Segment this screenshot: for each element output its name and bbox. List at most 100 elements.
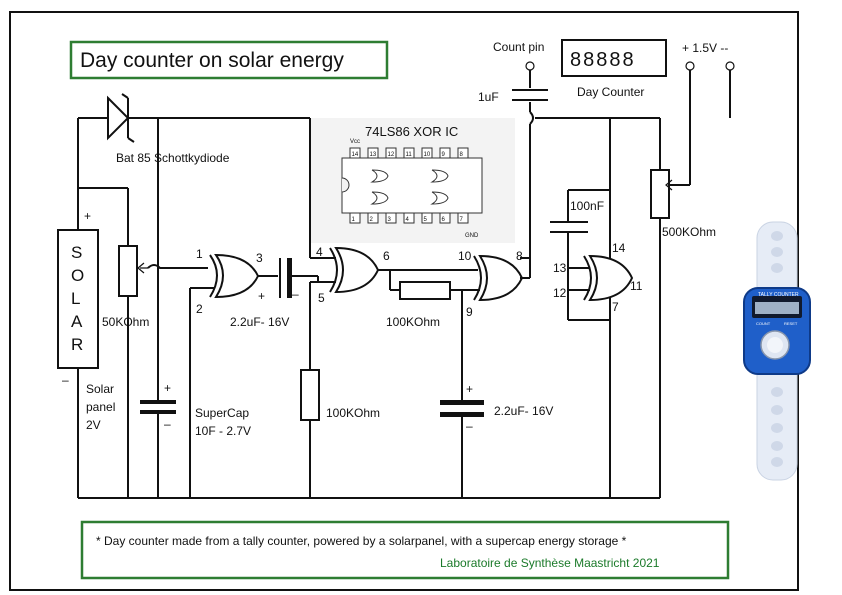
strap-hole <box>771 441 783 451</box>
pin-6: 6 <box>383 249 390 263</box>
ic-pin-box <box>457 147 469 159</box>
ic-top-pin-number: 10 <box>424 152 431 158</box>
supply-label: + 1.5V -- <box>682 41 728 55</box>
cap-100nf-label: 100nF <box>570 199 604 213</box>
day-counter-display <box>561 39 667 77</box>
pot-50k-label: 50KOhm <box>102 315 149 329</box>
pin-11: 11 <box>630 279 643 293</box>
pin-4: 4 <box>316 245 323 259</box>
display-digits: 88888 <box>570 49 636 71</box>
supercap-label-1: SuperCap <box>195 406 249 420</box>
ic-top-pin-number: 12 <box>388 152 395 158</box>
ic-pin-box <box>457 212 469 224</box>
pin-12: 12 <box>553 286 567 300</box>
res-100k-a-label: 100KOhm <box>326 406 380 420</box>
cap-1uf-label: 1uF <box>478 90 499 104</box>
pot-500k <box>650 169 670 219</box>
pin-7: 7 <box>612 300 619 314</box>
pot-500k-label: 500KOhm <box>662 225 716 239</box>
ic-top-pin-number: 8 <box>460 152 464 158</box>
ic-pin-box <box>439 147 451 159</box>
solar-letter: S <box>71 243 82 262</box>
tally-counter-photo: TALLY COUNTER COUNT RESET <box>743 221 811 481</box>
cap-ground-plus: + <box>466 382 473 396</box>
cap-series-label: 2.2uF- 16V <box>230 315 289 329</box>
xor-gate-3 <box>473 254 524 302</box>
ic-pin-box <box>349 147 361 159</box>
resistor-100k-feedback <box>399 281 451 300</box>
ic-vcc-label: Vcc <box>350 139 360 145</box>
res-100k-b-label: 100KOhm <box>386 315 440 329</box>
ic-pin-box <box>421 147 433 159</box>
strap-hole <box>771 457 783 467</box>
supply-minus-terminal <box>725 61 735 71</box>
page-title: Day counter on solar energy <box>80 49 344 72</box>
solar-label-2: panel <box>86 400 115 414</box>
capacitor-2u2-series <box>287 258 292 298</box>
solar-letter: L <box>71 289 80 308</box>
count-pin-label: Count pin <box>493 40 544 54</box>
supply-plus-terminal <box>685 61 695 71</box>
ic-bottom-pin-number: 3 <box>388 217 392 223</box>
solar-minus: – <box>62 373 69 387</box>
solar-letter: R <box>71 335 83 354</box>
strap-hole <box>771 231 783 241</box>
title-box <box>69 40 389 80</box>
cap-series-plus: + <box>258 289 265 303</box>
supercap-label-2: 10F - 2.7V <box>195 424 251 438</box>
schottky-diode <box>107 95 130 141</box>
pin-8: 8 <box>516 249 523 263</box>
count-pin-terminal <box>525 61 535 71</box>
pin-3: 3 <box>256 251 263 265</box>
ic-bottom-pin-number: 2 <box>370 217 374 223</box>
strap-hole <box>771 247 783 257</box>
ic-bottom-pin-number: 5 <box>424 217 428 223</box>
footer-line-2: Laboratoire de Synthèse Maastricht 2021 <box>440 556 660 570</box>
solar-letter: O <box>71 266 84 285</box>
day-counter-label: Day Counter <box>577 85 644 99</box>
cap-ground-minus: – <box>466 419 473 433</box>
resistor-100k-ground <box>300 369 320 421</box>
solar-label-1: Solar <box>86 382 114 396</box>
strap-hole <box>771 387 783 397</box>
ic-pin-box <box>385 212 397 224</box>
ic-pin-box <box>367 147 379 159</box>
solar-plus: + <box>84 209 91 223</box>
cap-ground-label: 2.2uF- 16V <box>494 404 553 418</box>
tally-count-label: COUNT <box>756 321 771 326</box>
solar-label-3: 2V <box>86 418 101 432</box>
strap-hole <box>771 263 783 273</box>
strap-hole <box>771 423 783 433</box>
ic-pin-box <box>385 147 397 159</box>
pin-9: 9 <box>466 305 473 319</box>
ic-pin-box <box>403 212 415 224</box>
xor-gate-1 <box>209 253 260 299</box>
pin-13: 13 <box>553 261 567 275</box>
pin-1: 1 <box>196 247 203 261</box>
ic-bottom-pin-number: 6 <box>442 217 446 223</box>
pin-14: 14 <box>612 241 626 255</box>
ic-top-pin-number: 14 <box>352 152 359 158</box>
pin-10: 10 <box>458 249 472 263</box>
pin-5: 5 <box>318 291 325 305</box>
diode-label: Bat 85 Schottkydiode <box>116 151 230 165</box>
tally-reset-label: RESET <box>784 321 798 326</box>
ic-pin-box <box>403 147 415 159</box>
xor-gate-4 <box>583 254 634 302</box>
ic-top-pin-number: 9 <box>442 152 446 158</box>
ic-bottom-pin-number: 4 <box>406 217 410 223</box>
capacitor-2u2-ground <box>440 412 484 417</box>
footer-line-1: * Day counter made from a tally counter,… <box>96 534 627 548</box>
ic-bottom-pin-number: 7 <box>460 217 464 223</box>
solar-letter: A <box>71 312 83 331</box>
footer-box <box>80 520 730 580</box>
tally-title: TALLY COUNTER <box>758 292 799 298</box>
ic-pin-box <box>349 212 361 224</box>
supercap-plus: + <box>164 381 171 395</box>
cap-series-minus: – <box>292 287 299 301</box>
supercap-minus: – <box>164 417 171 431</box>
ic-top-pin-number: 11 <box>406 152 413 158</box>
ic-bottom-pin-number: 1 <box>352 217 356 223</box>
